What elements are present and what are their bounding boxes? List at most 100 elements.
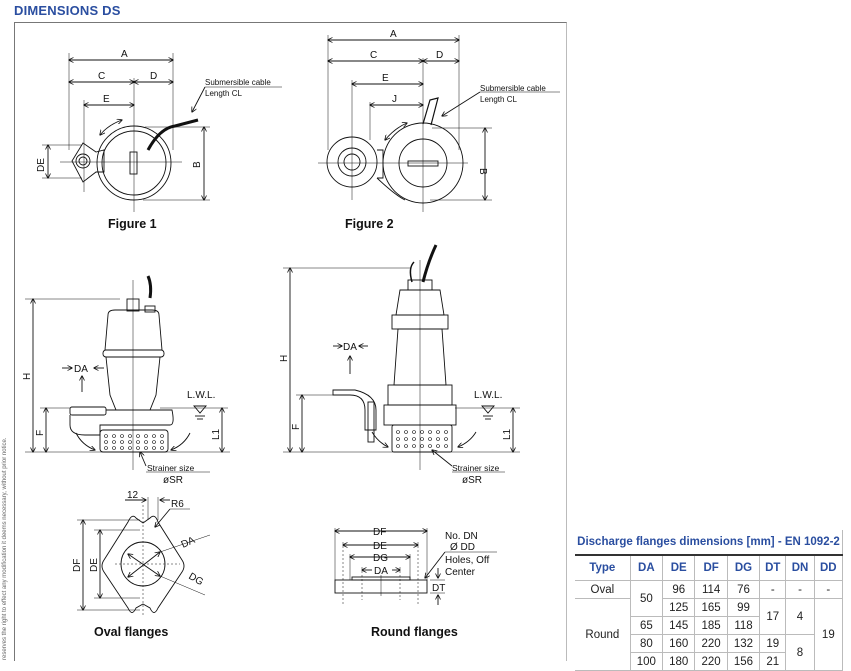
- header-dg: DG: [726, 554, 761, 581]
- round-label-dt: DT: [432, 583, 445, 594]
- fig2-label-j: J: [392, 94, 397, 105]
- fig1-label-de: DE: [36, 158, 47, 172]
- pump2-label-lwl: L.W.L.: [474, 390, 502, 401]
- pump1-sr-label: øSR: [163, 475, 183, 486]
- cell-dt: 21: [759, 652, 787, 671]
- cell-dg: 156: [726, 652, 761, 671]
- fig2-label-d: D: [436, 50, 443, 61]
- cell-de: 160: [662, 634, 696, 653]
- header-dt: DT: [759, 554, 787, 581]
- cell-da: 65: [629, 616, 664, 635]
- fig1-label-a: A: [121, 49, 128, 60]
- fig1-cable-label: Submersible cable: [205, 78, 271, 87]
- oval-label-12: 12: [127, 490, 139, 501]
- figure2-caption: Figure 2: [345, 217, 394, 231]
- cell-df: 220: [694, 652, 728, 671]
- fig1-label-c: C: [98, 71, 105, 82]
- cell-de: 125: [662, 598, 696, 617]
- cell-dd: 19: [813, 598, 844, 671]
- oval-flanges-caption: Oval flanges: [94, 625, 168, 639]
- table-row: 65 145 185 118: [575, 616, 843, 635]
- oval-label-de: DE: [89, 558, 100, 572]
- table-header-row: Type DA DE DF DG DT DN DD: [575, 554, 844, 581]
- round-label-dg: DG: [373, 553, 388, 564]
- cell-dt: 17: [759, 598, 787, 635]
- fig2-cable-length-label: Length CL: [480, 95, 517, 104]
- table-row: Round 125 165 99 17 4 19: [575, 598, 844, 671]
- round-label-df: DF: [373, 527, 386, 538]
- header-dn: DN: [785, 554, 815, 581]
- oval-label-dg: DG: [187, 571, 206, 588]
- fig1-cable-length-label: Length CL: [205, 89, 242, 98]
- pump2-label-l1: L1: [502, 428, 513, 440]
- figure1-caption: Figure 1: [108, 217, 157, 231]
- pump2-sr-label: øSR: [462, 475, 482, 486]
- round-label-dn: No. DN: [445, 531, 478, 542]
- pump1-strainer-label: Strainer size: [147, 463, 195, 473]
- pump2-drawing: [283, 244, 520, 473]
- cell-da: 80: [629, 634, 664, 653]
- round-label-da: DA: [374, 566, 388, 577]
- round-flange-drawing: [335, 528, 497, 605]
- figure1-drawing: [42, 53, 282, 212]
- cell-dn: 4: [785, 598, 815, 635]
- cell-de: 180: [662, 652, 696, 671]
- round-label-center: Center: [445, 567, 476, 578]
- oval-flange-drawing: [77, 497, 211, 615]
- fig1-label-e: E: [103, 94, 110, 105]
- fig2-label-a: A: [390, 29, 397, 40]
- fig2-label-c: C: [370, 50, 377, 61]
- header-type: Type: [575, 554, 631, 581]
- cell-dt: 19: [759, 634, 787, 653]
- table-title: Discharge flanges dimensions [mm] - EN 1…: [575, 530, 843, 556]
- header-da: DA: [629, 554, 664, 581]
- cell-df: 185: [694, 616, 728, 635]
- header-de: DE: [662, 554, 696, 581]
- figure2-drawing: [318, 35, 560, 212]
- cell-dg: 132: [726, 634, 761, 653]
- cell-dt: -: [759, 580, 787, 599]
- round-label-holes: Holes, Off: [445, 555, 489, 566]
- fig2-label-e: E: [382, 73, 389, 84]
- cell-dg: 76: [726, 580, 761, 599]
- oval-label-da: DA: [180, 535, 198, 551]
- header-df: DF: [694, 554, 728, 581]
- pump2-label-da: DA: [343, 342, 357, 353]
- cell-df: 220: [694, 634, 728, 653]
- fig2-cable-label: Submersible cable: [480, 84, 546, 93]
- cell-dn: -: [785, 580, 815, 599]
- table-row: 80 160 220 132 19 8: [575, 634, 843, 671]
- pump1-label-da: DA: [74, 364, 88, 375]
- cell-dd: -: [813, 580, 844, 599]
- cell-da: 100: [629, 652, 664, 671]
- cell-type: Oval: [575, 580, 631, 599]
- pump2-label-f: F: [291, 424, 302, 430]
- cell-dg: 99: [726, 598, 761, 617]
- table-row: Oval 50 96 114 76 - - -: [575, 580, 844, 617]
- pump1-label-f: F: [35, 430, 46, 436]
- cell-de: 96: [662, 580, 696, 599]
- cell-df: 165: [694, 598, 728, 617]
- pump1-label-lwl: L.W.L.: [187, 390, 215, 401]
- drawing-frame: [14, 22, 567, 661]
- fig1-label-b: B: [192, 161, 203, 168]
- pump2-strainer-label: Strainer size: [452, 463, 500, 473]
- cell-type: Round: [575, 598, 631, 671]
- cell-da: 50: [629, 580, 664, 617]
- cell-de: 145: [662, 616, 696, 635]
- pump1-label-l1: L1: [211, 428, 222, 440]
- section-title: DIMENSIONS DS: [14, 3, 121, 18]
- round-label-dd: Ø DD: [450, 542, 475, 553]
- discharge-flanges-table: Discharge flanges dimensions [mm] - EN 1…: [575, 530, 844, 671]
- cell-df: 114: [694, 580, 728, 599]
- pump1-label-h: H: [22, 373, 33, 380]
- oval-label-r6: R6: [171, 499, 184, 510]
- pump2-label-h: H: [279, 355, 290, 362]
- oval-label-df: DF: [72, 559, 83, 572]
- fig2-label-b: B: [477, 168, 488, 175]
- round-label-de: DE: [373, 541, 387, 552]
- cell-dg: 118: [726, 616, 761, 635]
- pump1-drawing: [25, 275, 230, 473]
- round-flanges-caption: Round flanges: [371, 625, 458, 639]
